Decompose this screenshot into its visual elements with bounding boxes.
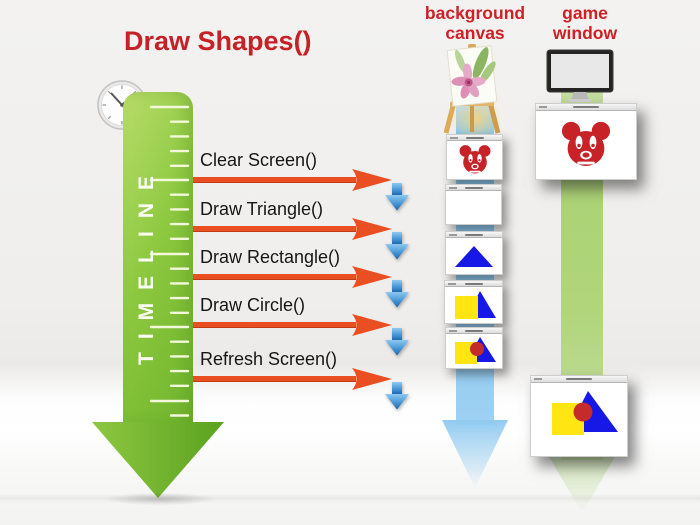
background-canvas-header: background canvas — [420, 3, 530, 43]
header-line: game — [562, 3, 608, 23]
header-line: background — [424, 3, 526, 23]
down-arrow-icon — [385, 382, 409, 410]
step-row-draw-rectangle: Draw Rectangle() — [193, 247, 433, 309]
timeline-ruler-bar — [123, 92, 193, 423]
square-icon — [455, 295, 478, 319]
right-arrow-icon — [352, 368, 392, 390]
shapes-rect-triangle-circle — [455, 336, 496, 364]
mickey-face-icon — [459, 144, 490, 173]
window-titlebar — [446, 328, 502, 334]
page-title: Draw Shapes() — [124, 26, 312, 56]
window-titlebar — [446, 185, 501, 191]
step-row-draw-circle: Draw Circle() — [193, 295, 433, 357]
canvas-frame-triangle — [445, 231, 503, 275]
right-arrow-shaft — [193, 177, 356, 183]
right-arrow-icon — [352, 314, 392, 336]
right-arrow-shaft — [193, 376, 356, 382]
step-label: Clear Screen() — [200, 150, 318, 170]
down-arrow-icon — [385, 280, 409, 308]
game-flow-arrowhead — [548, 455, 616, 513]
down-arrow-icon — [385, 232, 409, 260]
step-label: Draw Circle() — [200, 295, 305, 315]
right-arrow-shaft — [193, 322, 356, 328]
game-window-header: game window — [540, 3, 630, 43]
canvas-frame-rect-triangle-circle — [445, 327, 503, 369]
right-arrow-shaft — [193, 274, 356, 280]
right-arrow-shaft — [193, 226, 356, 232]
game-window-frame-mickey — [535, 103, 637, 180]
window-titlebar — [536, 104, 636, 111]
shapes-rect-triangle-circle — [552, 391, 618, 435]
window-titlebar — [445, 281, 502, 287]
monitor-icon — [546, 49, 614, 102]
step-label: Refresh Screen() — [200, 349, 338, 369]
header-line: canvas — [445, 22, 505, 43]
step-label: Draw Rectangle() — [200, 247, 341, 267]
step-row-clear-screen: Clear Screen() — [193, 150, 433, 212]
window-titlebar — [531, 376, 627, 383]
header-line: window — [552, 22, 618, 43]
circle-icon — [573, 402, 593, 422]
canvas-flow-arrowhead — [442, 420, 508, 488]
down-arrow-icon — [385, 328, 409, 356]
right-arrow-icon — [352, 169, 392, 191]
timeline-label: TIMELINE — [135, 163, 158, 365]
canvas-frame-blank — [445, 184, 502, 225]
shapes-rect-triangle — [455, 290, 496, 319]
right-arrow-icon — [352, 218, 392, 240]
step-label: Draw Triangle() — [200, 199, 324, 219]
game-window-frame-final-scene — [530, 375, 628, 457]
floor-shadow-line — [0, 494, 700, 503]
timeline-arrowhead — [92, 422, 224, 498]
window-titlebar — [447, 135, 502, 141]
down-arrow-icon — [385, 183, 409, 211]
timeline-ground-shadow — [100, 492, 220, 506]
right-arrow-icon — [352, 266, 392, 288]
ruler-ticks — [149, 105, 190, 417]
canvas-frame-rect-triangle — [444, 280, 503, 324]
step-row-draw-triangle: Draw Triangle() — [193, 199, 433, 261]
canvas-frame-mickey — [446, 134, 503, 180]
mickey-face-icon — [561, 121, 611, 166]
easel-icon — [443, 44, 501, 134]
window-titlebar — [446, 232, 502, 238]
triangle-icon — [455, 245, 493, 267]
circle-icon — [470, 341, 484, 356]
step-row-refresh-screen: Refresh Screen() — [193, 349, 433, 411]
